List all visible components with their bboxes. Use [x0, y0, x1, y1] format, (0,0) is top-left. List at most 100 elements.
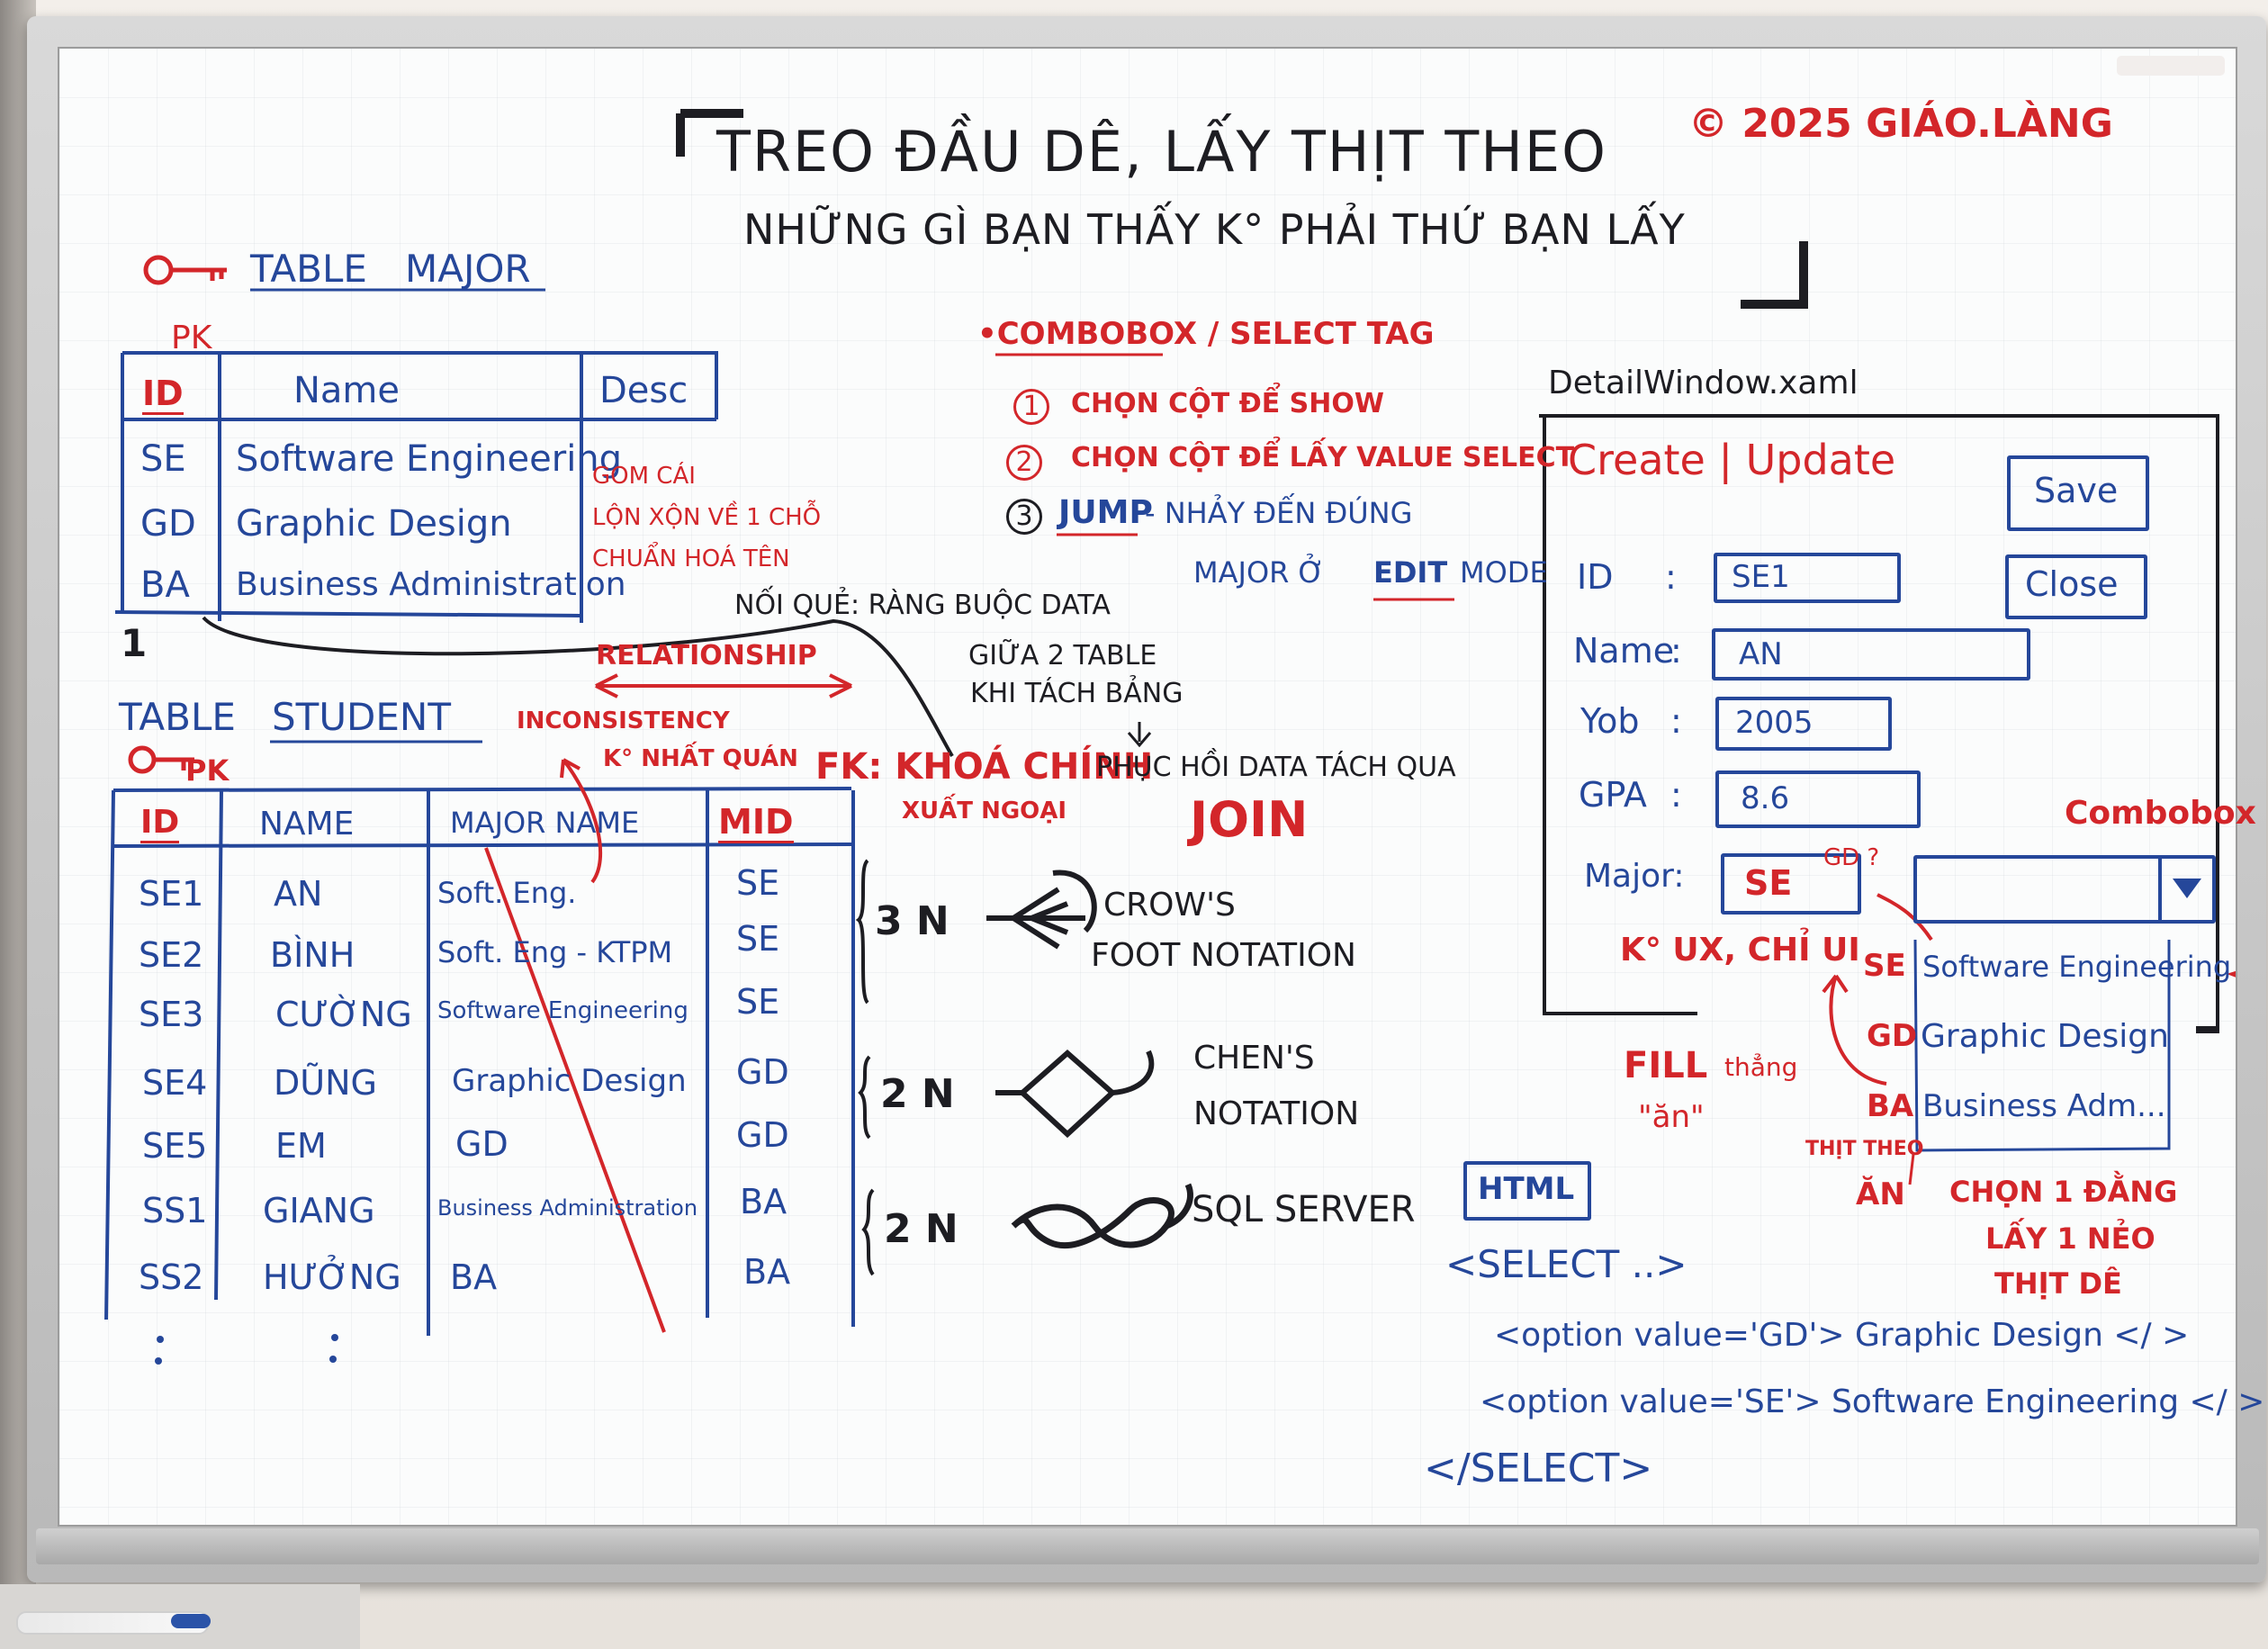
giua-note: GIỮA 2 TABLE	[968, 640, 1157, 671]
student-row-id: SS2	[139, 1257, 204, 1297]
major-row-id: SE	[140, 438, 186, 480]
step-text: MODE	[1460, 555, 1548, 590]
student-row-id: SE4	[142, 1063, 208, 1103]
student-row-major: Soft. Eng.	[437, 876, 577, 910]
major-header-name: Name	[293, 370, 400, 411]
student-row-major: Graphic Design	[452, 1063, 687, 1099]
detail-window-heading: Create | Update	[1568, 436, 1896, 484]
thit-theo: THỊT THEO	[1805, 1138, 1924, 1160]
step-text: CHỌN CỘT ĐỂ LẤY VALUE SELECT	[1071, 442, 1575, 473]
html-tag-label: HTML	[1478, 1171, 1575, 1207]
chon-line: LẤY 1 NẺO	[1985, 1221, 2156, 1256]
major-pk-label: PK	[171, 320, 212, 356]
option-item[interactable]: Software Engineering	[1922, 950, 2232, 984]
step-text: MAJOR Ở	[1193, 555, 1325, 590]
major-row-id: BA	[140, 564, 190, 606]
detail-window-filename: DetailWindow.xaml	[1548, 365, 1858, 401]
student-row-name: BÌNH	[270, 935, 356, 975]
major-header-desc: Desc	[599, 370, 688, 411]
major-note-line: CHUẨN HOÁ TÊN	[592, 545, 790, 572]
chevron-down-icon	[2173, 879, 2201, 898]
major-combobox[interactable]	[1913, 855, 2216, 924]
chens-diamond-icon	[995, 1050, 1155, 1139]
xuat-ngoai-label: XUẤT NGOẠI	[902, 797, 1067, 824]
student-header-id: ID	[140, 806, 180, 843]
khi-tach-note: KHI TÁCH BẢNG	[970, 678, 1184, 709]
field-label-major: Major:	[1584, 858, 1685, 895]
id-input-value: SE1	[1732, 559, 1790, 595]
noi-que-note: NỐI QUẺ: RÀNG BUỘC DATA	[734, 590, 1111, 621]
student-row-major: Business Administration	[437, 1195, 698, 1221]
student-row-name: DŨNG	[274, 1063, 377, 1103]
major-row-id: GD	[140, 503, 196, 545]
yob-input-value: 2005	[1735, 705, 1814, 741]
option-item[interactable]: Business Adm...	[1922, 1088, 2166, 1124]
copyright-text: © 2025 GIÁO.LÀNG	[1688, 101, 2113, 147]
student-row-id: SS1	[142, 1191, 208, 1230]
student-row-name: CƯỜNG	[275, 995, 412, 1034]
combobox-label: Combobox	[2065, 795, 2256, 832]
gpa-input[interactable]: 8.6	[1715, 770, 1921, 828]
student-row-mid: GD	[736, 1052, 789, 1092]
field-label-id: ID	[1577, 557, 1614, 597]
major-note-line: GOM CÁI	[592, 463, 696, 490]
student-row-mid: SE	[736, 863, 780, 903]
field-colon: :	[1670, 701, 1682, 741]
option-code: SE	[1863, 948, 1906, 984]
chon-line: THỊT DÊ	[1994, 1266, 2122, 1301]
html-code-line: <option value='SE'> Software Engineering…	[1480, 1383, 2265, 1420]
field-colon: :	[1665, 557, 1677, 597]
close-button[interactable]: Close	[2005, 554, 2147, 619]
yob-input[interactable]: 2005	[1715, 697, 1892, 751]
table-student-label: TABLE	[119, 695, 236, 739]
field-label-yob: Yob	[1580, 701, 1640, 741]
student-row-major: GD	[455, 1124, 508, 1164]
notation-name: CHEN'S	[1193, 1040, 1315, 1077]
marker-tray	[36, 1528, 2259, 1564]
fill-label: FILL	[1624, 1045, 1708, 1086]
save-button[interactable]: Save	[2007, 455, 2149, 531]
student-row-mid: BA	[740, 1182, 788, 1221]
name-input-value: AN	[1739, 636, 1783, 672]
combobox-notes-title: •COMBOBOX / SELECT TAG	[977, 316, 1435, 352]
field-colon: :	[1670, 775, 1682, 815]
major-input[interactable]: SE	[1721, 853, 1861, 915]
field-colon: :	[1670, 631, 1682, 671]
notation-name: NOTATION	[1193, 1095, 1360, 1132]
student-row-mid: GD	[736, 1115, 789, 1155]
table-major-label: TABLE	[250, 247, 367, 291]
student-row-name: HƯỞNG	[263, 1257, 401, 1297]
student-row-mid: BA	[743, 1252, 791, 1292]
major-row-name: Graphic Design	[236, 503, 512, 545]
gpa-input-value: 8.6	[1741, 780, 1790, 816]
student-row-major: BA	[450, 1257, 498, 1297]
id-input[interactable]: SE1	[1714, 553, 1901, 603]
combobox-dropdown-panel	[1913, 939, 2171, 1152]
student-header-mid: MID	[718, 802, 794, 843]
step-jump: JUMP	[1058, 494, 1153, 531]
field-label-gpa: GPA	[1579, 775, 1647, 815]
brand-logo	[2117, 56, 2225, 76]
combobox-toggle[interactable]	[2158, 859, 2212, 920]
board-drawings	[104, 109, 2236, 1365]
option-code: GD	[1867, 1018, 1918, 1054]
option-item[interactable]: Graphic Design	[1921, 1018, 2169, 1055]
table-major-name: MAJOR	[405, 247, 531, 291]
student-row-id: SE2	[139, 935, 204, 975]
student-row-name: EM	[275, 1126, 327, 1166]
notation-name: CROW'S	[1103, 887, 1236, 924]
html-code-line: <option value='GD'> Graphic Design </ >	[1494, 1317, 2190, 1354]
ko-nhat-quan-label: K° NHẤT QUÁN	[603, 745, 798, 772]
student-row-id: SE5	[142, 1126, 208, 1166]
field-label-name: Name	[1573, 631, 1675, 671]
pointer-arrow-icon	[2227, 970, 2236, 978]
notation-name: SQL SERVER	[1192, 1189, 1416, 1230]
notation-ratio: 2 N	[880, 1071, 955, 1117]
student-row-id: SE3	[139, 995, 204, 1034]
step-number: 3	[1006, 499, 1042, 535]
fill-thang: thẳng	[1724, 1052, 1798, 1082]
whiteboard: TREO ĐẦU DÊ, LẤY THỊT THEO NHỮNG GÌ BẠN …	[58, 47, 2264, 1527]
name-input[interactable]: AN	[1712, 628, 2030, 680]
html-code-line: </SELECT>	[1424, 1446, 1653, 1491]
detail-window-frame	[1539, 414, 2219, 1030]
